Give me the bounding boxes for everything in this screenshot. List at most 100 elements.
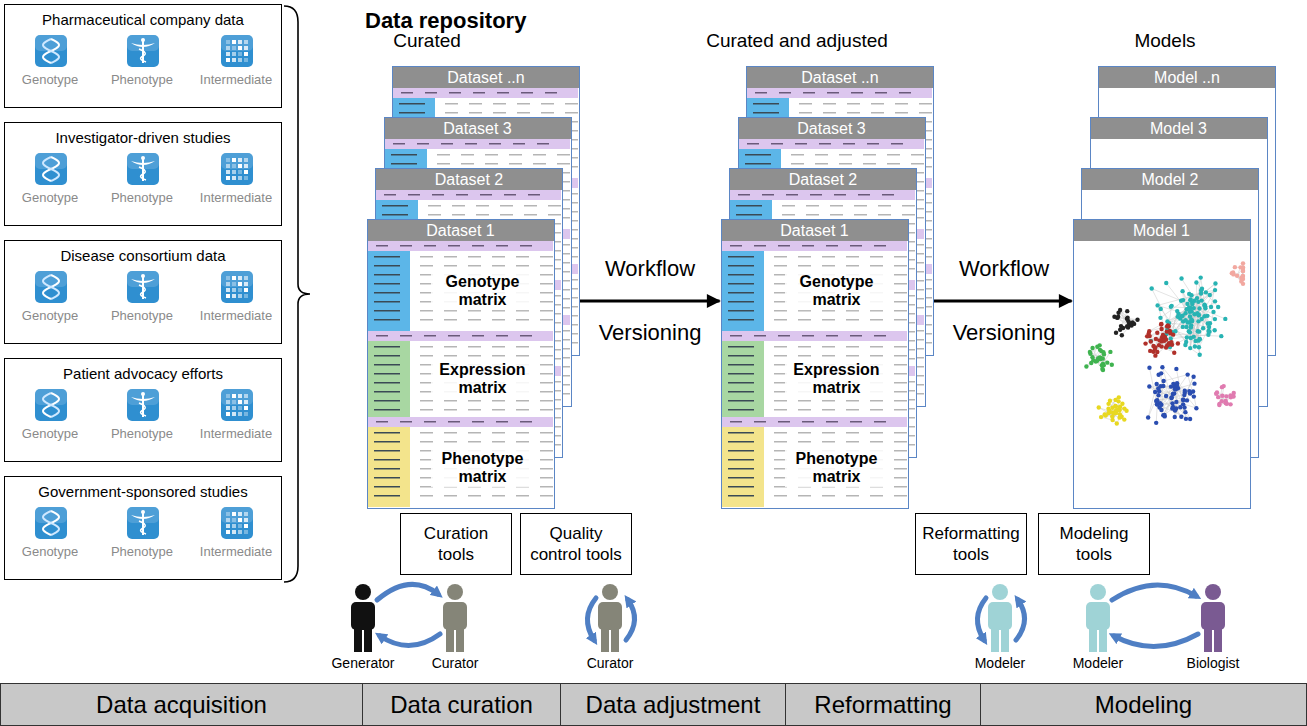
cell-stroke (728, 495, 754, 497)
network-link (1167, 295, 1209, 322)
person-head (1090, 584, 1106, 600)
cell-stroke (870, 310, 883, 312)
grid-cell (232, 170, 236, 174)
grid-cell (238, 40, 242, 44)
cell-stroke (834, 194, 846, 196)
icon-tile (35, 35, 67, 67)
grid-cell (232, 176, 236, 180)
cell-stroke (755, 92, 767, 94)
cell-stroke (774, 432, 787, 434)
cell-stroke (779, 92, 791, 94)
cell-stroke (774, 319, 787, 321)
cell-stroke (420, 400, 433, 402)
cell-stroke (894, 256, 907, 258)
cell-stroke (870, 495, 883, 497)
cell-stroke (728, 432, 754, 434)
cell-stroke (728, 292, 754, 294)
cell-stroke (902, 205, 915, 207)
cell-stroke (468, 495, 481, 497)
cell-stroke (822, 319, 835, 321)
cell-stroke (428, 214, 441, 216)
grid-cell (232, 412, 236, 416)
network-link (1186, 290, 1215, 342)
cell-stroke (468, 432, 481, 434)
cell-stroke (745, 154, 771, 156)
network-figure (1074, 220, 1249, 507)
cell-stroke (830, 214, 843, 216)
cell-stroke (728, 301, 754, 303)
cell-stroke (822, 441, 835, 443)
grid-cell (232, 158, 236, 162)
cell-stroke (728, 319, 754, 321)
cell-stroke (778, 245, 790, 247)
cell-stroke (846, 310, 859, 312)
grid-cell (238, 276, 242, 280)
source-box: Investigator-driven studies (4, 122, 282, 226)
cell-stroke (540, 283, 553, 285)
caduceus-snake (139, 403, 146, 416)
cell-stroke (492, 346, 505, 348)
grid-cell (226, 282, 230, 286)
cell-stroke (882, 194, 894, 196)
grid-cell (226, 40, 230, 44)
cell-stroke (374, 265, 400, 267)
cell-stroke (445, 103, 458, 105)
cell-stroke (468, 409, 481, 411)
icon-gloss (35, 153, 67, 169)
cell-stroke (774, 495, 787, 497)
person-figure (351, 584, 375, 652)
cell-stroke (803, 92, 815, 94)
cell-stroke (417, 143, 429, 145)
matrix-header-row (368, 417, 553, 427)
matrix-id-column (368, 427, 410, 507)
matrix-id-column (722, 427, 764, 507)
dna-strand (43, 39, 59, 63)
cell-stroke (492, 432, 505, 434)
cell-stroke (420, 495, 433, 497)
grid-cell (226, 276, 230, 280)
person-torso (598, 602, 622, 630)
cell-stroke (374, 256, 400, 258)
cell-stroke (798, 265, 811, 267)
cell-stroke (839, 163, 852, 165)
dna-strand (43, 275, 59, 299)
cell-stroke (730, 335, 742, 337)
cell-stroke (492, 400, 505, 402)
cell-stroke (374, 274, 400, 276)
cell-stroke (516, 495, 529, 497)
cell-stroke (846, 256, 859, 258)
cell-stroke (420, 355, 433, 357)
cell-stroke (452, 214, 465, 216)
cell-stroke (384, 194, 396, 196)
cell-stroke (846, 441, 859, 443)
cell-stroke (894, 310, 907, 312)
cell-stroke (795, 143, 807, 145)
matrix-label: Expression matrix (431, 360, 535, 398)
cell-stroke (469, 112, 482, 114)
cell-stroke (509, 163, 522, 165)
cell-stroke (894, 495, 907, 497)
cell-stroke (863, 154, 876, 156)
cell-stroke (895, 112, 908, 114)
cell-stroke (728, 346, 754, 348)
icon-tile (127, 389, 159, 421)
figure-shape (380, 634, 440, 646)
cell-stroke (441, 143, 453, 145)
cell-stroke (736, 214, 762, 216)
cell-stroke (540, 373, 553, 375)
grid-cell (232, 394, 236, 398)
cell-stroke (728, 364, 754, 366)
network-link (1151, 289, 1168, 324)
grid-cell (226, 530, 230, 534)
cell-stroke (500, 205, 513, 207)
cell-stroke (513, 143, 525, 145)
cell-stroke (521, 92, 533, 94)
icon-tile (221, 153, 253, 185)
cell-stroke (798, 409, 811, 411)
cell-stroke (448, 421, 460, 423)
cell-stroke (846, 346, 859, 348)
cell-stroke (374, 346, 400, 348)
cell-stroke (540, 486, 553, 488)
grid-cell (232, 40, 236, 44)
matrix-header-row (368, 331, 553, 341)
